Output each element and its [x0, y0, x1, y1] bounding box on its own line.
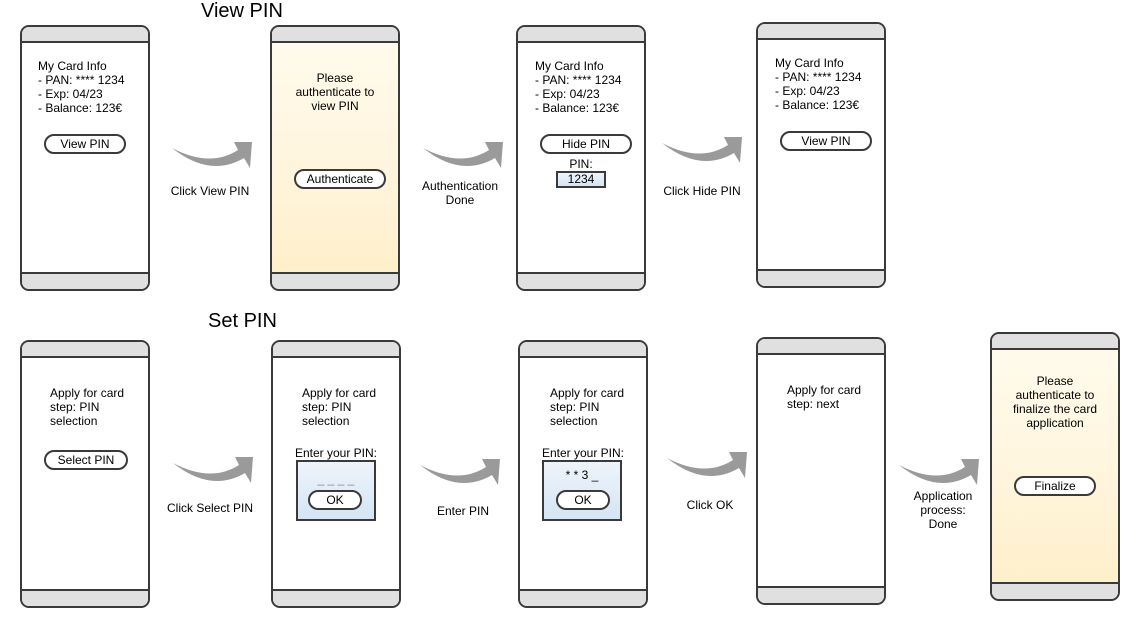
- phone-view-pin-2: Please authenticate to view PIN Authenti…: [270, 25, 400, 291]
- phone-bottom-bar: [992, 582, 1118, 599]
- phone-bottom-bar: [520, 589, 646, 606]
- phone-set-pin-2: Apply for card step: PIN selection Enter…: [271, 340, 401, 608]
- card-info-text: My Card Info - PAN: **** 1234 - Exp: 04/…: [38, 59, 125, 115]
- phone-bottom-bar: [518, 272, 644, 289]
- pin-placeholder[interactable]: _ _ _ _: [317, 472, 355, 486]
- pin-label: PIN:: [569, 157, 593, 171]
- phone-bottom-bar: [758, 269, 884, 286]
- finalize-button[interactable]: Finalize: [1014, 476, 1096, 496]
- pin-entry-box: * * 3 _ OK: [542, 460, 622, 521]
- phone-view-pin-1: My Card Info - PAN: **** 1234 - Exp: 04/…: [20, 25, 150, 291]
- phone-top-bar: [758, 24, 884, 40]
- select-pin-button[interactable]: Select PIN: [44, 450, 128, 470]
- view-pin-button[interactable]: View PIN: [780, 131, 872, 151]
- transition-arrow-icon: [172, 142, 252, 168]
- phone-bottom-bar: [272, 272, 398, 289]
- pin-prompt: Enter your PIN:: [541, 446, 625, 460]
- pin-entry-value[interactable]: * * 3 _: [565, 468, 599, 482]
- phone-set-pin-3: Apply for card step: PIN selection Enter…: [518, 340, 648, 608]
- transition-label: Click Hide PIN: [663, 184, 741, 198]
- phone-top-bar: [273, 342, 399, 358]
- phone-top-bar: [22, 342, 148, 358]
- transition-arrow-icon: [662, 137, 742, 163]
- transition-label: Click View PIN: [170, 184, 250, 198]
- phone-top-bar: [272, 27, 398, 43]
- transition-arrow-icon: [899, 459, 979, 485]
- pin-value: 1234: [556, 171, 606, 188]
- phone-top-bar: [518, 27, 644, 43]
- transition-label: Application process: Done: [913, 489, 973, 531]
- phone-top-bar: [992, 334, 1118, 350]
- transition-arrow-icon: [667, 452, 747, 478]
- phone-top-bar: [520, 342, 646, 358]
- phone-top-bar: [758, 339, 884, 355]
- section-title-view-pin: View PIN: [201, 0, 283, 22]
- phone-bottom-bar: [758, 586, 884, 603]
- pin-prompt: Enter your PIN:: [294, 446, 378, 460]
- transition-arrow-icon: [173, 457, 253, 483]
- phone-bottom-bar: [273, 589, 399, 606]
- authenticate-button[interactable]: Authenticate: [294, 169, 386, 189]
- phone-top-bar: [22, 27, 148, 43]
- phone-view-pin-3: My Card Info - PAN: **** 1234 - Exp: 04/…: [516, 25, 646, 291]
- ok-button[interactable]: OK: [556, 490, 610, 510]
- card-info-text: My Card Info - PAN: **** 1234 - Exp: 04/…: [775, 56, 862, 112]
- transition-label: Authentication Done: [421, 179, 499, 207]
- step-text: Apply for card step: next: [787, 383, 862, 411]
- phone-set-pin-4: Apply for card step: next: [756, 337, 886, 605]
- transition-label: Enter PIN: [436, 504, 490, 518]
- phone-set-pin-5: Please authenticate to finalize the card…: [990, 332, 1120, 601]
- step-text: Apply for card step: PIN selection: [302, 386, 377, 428]
- hide-pin-button[interactable]: Hide PIN: [540, 134, 632, 154]
- card-info-text: My Card Info - PAN: **** 1234 - Exp: 04/…: [535, 59, 622, 115]
- phone-set-pin-1: Apply for card step: PIN selection Selec…: [20, 340, 150, 608]
- section-title-set-pin: Set PIN: [208, 310, 277, 332]
- view-pin-button[interactable]: View PIN: [44, 134, 126, 154]
- pin-entry-box: _ _ _ _ OK: [296, 460, 376, 521]
- ok-button[interactable]: OK: [308, 490, 362, 510]
- transition-label: Click Select PIN: [166, 501, 254, 515]
- step-text: Apply for card step: PIN selection: [550, 386, 625, 428]
- transition-label: Click OK: [686, 498, 734, 512]
- auth-message: Please authenticate to finalize the card…: [1012, 374, 1098, 430]
- step-text: Apply for card step: PIN selection: [50, 386, 125, 428]
- phone-bottom-bar: [22, 589, 148, 606]
- transition-arrow-icon: [420, 459, 500, 485]
- transition-arrow-icon: [423, 142, 503, 168]
- phone-view-pin-4: My Card Info - PAN: **** 1234 - Exp: 04/…: [756, 22, 886, 288]
- phone-bottom-bar: [22, 272, 148, 289]
- auth-message: Please authenticate to view PIN: [295, 71, 375, 113]
